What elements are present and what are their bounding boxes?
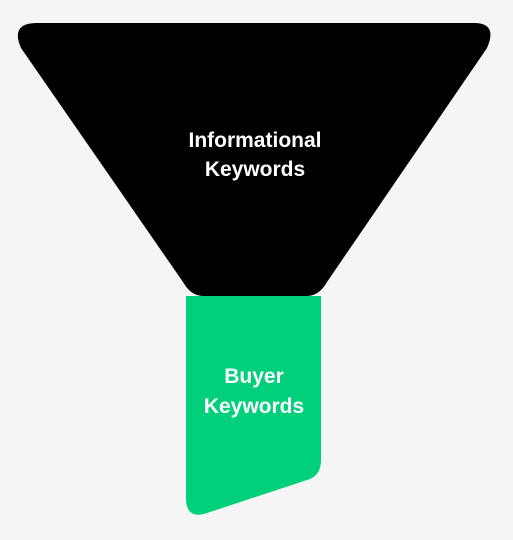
buyer-label-line1: Buyer bbox=[224, 365, 284, 388]
funnel-top-informational bbox=[17, 23, 491, 296]
funnel-bottom-buyer bbox=[186, 296, 321, 515]
informational-label-line1: Informational bbox=[188, 129, 321, 152]
informational-label-line2: Keywords bbox=[205, 158, 305, 181]
buyer-label-line2: Keywords bbox=[204, 395, 304, 418]
